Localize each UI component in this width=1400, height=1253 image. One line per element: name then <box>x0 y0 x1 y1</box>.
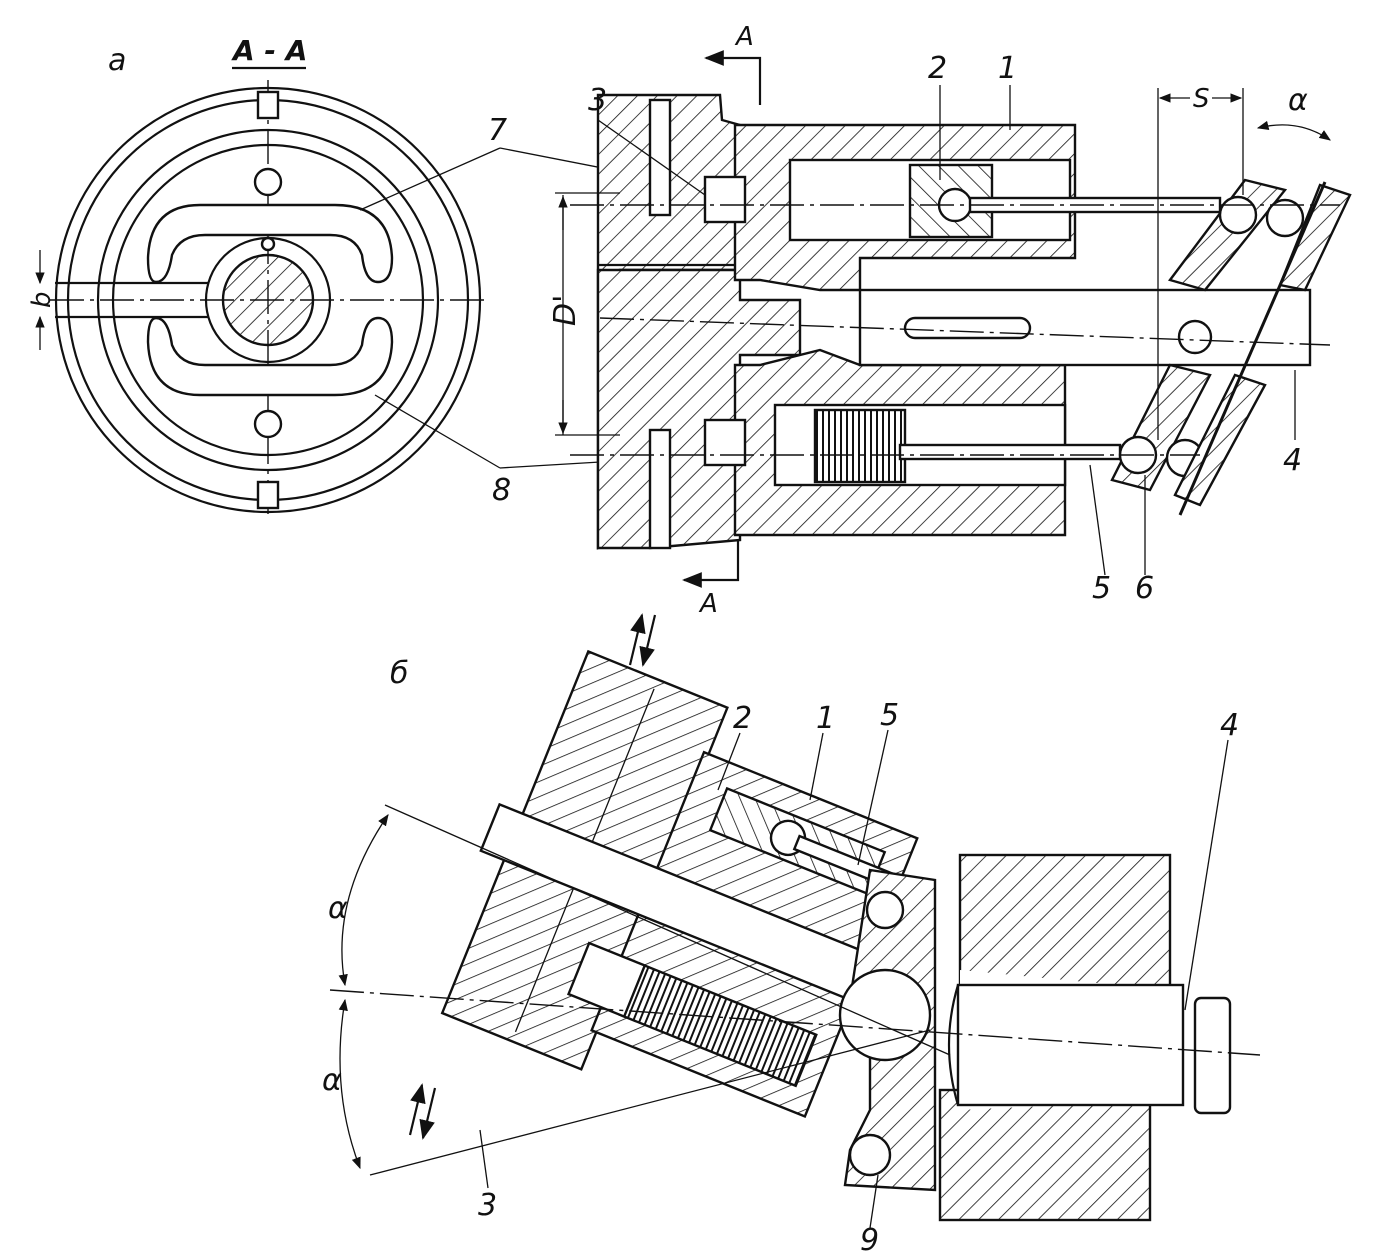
plunger-lower <box>813 408 907 484</box>
rod-5 <box>898 443 1122 461</box>
bore-lower-b <box>566 941 647 1019</box>
central-ball-joint <box>838 968 932 1062</box>
angle-line-upper <box>384 804 951 1056</box>
incline-line <box>1178 181 1327 516</box>
dim-b-label: b <box>27 291 57 308</box>
swash-plate-upper <box>1167 178 1288 292</box>
port-lower <box>703 418 747 467</box>
angle-label: α <box>1288 83 1308 118</box>
angle-line-lower <box>369 1029 931 1176</box>
key-slot-bottom <box>256 480 280 510</box>
section-mark-bottom <box>682 540 740 588</box>
callout-4-b: 4 <box>1220 708 1239 743</box>
shaft-keyway <box>903 316 1032 340</box>
section-mark-top <box>704 50 762 105</box>
callout-4-main: 4 <box>1283 443 1302 478</box>
hole-small <box>260 236 276 252</box>
leader-3-b <box>479 1129 489 1189</box>
angle-label-upper: α <box>328 891 348 926</box>
shaft-pin <box>1177 319 1213 355</box>
view-b-label: б <box>390 656 409 691</box>
callout-5-main: 5 <box>1092 571 1111 606</box>
shaft-4-b <box>956 983 1185 1107</box>
motion-arrow-up-lower <box>408 1083 426 1136</box>
motion-arrow-up <box>628 613 646 666</box>
callout-8: 8 <box>492 473 511 508</box>
callout-2-main: 2 <box>928 51 947 86</box>
callout-6-main: 6 <box>1135 571 1154 606</box>
leader-3 <box>597 119 706 196</box>
shaft-housing-lower <box>938 1088 1152 1222</box>
callout-3-b: 3 <box>478 1188 497 1223</box>
leader-7 <box>359 147 501 211</box>
motion-arrow-down <box>639 614 657 667</box>
view-b-section <box>329 613 1261 1229</box>
leader-5 <box>1089 464 1106 576</box>
motion-arrow-down-lower <box>419 1087 437 1140</box>
angle-label-lower: α <box>322 1063 342 1098</box>
ball-upper-2 <box>1265 198 1305 238</box>
shaft-end-arc <box>947 984 960 1106</box>
angle-arc-upper <box>338 814 389 987</box>
hole-top <box>253 167 283 197</box>
section-mark-bottom-label: А <box>698 589 718 619</box>
port-upper <box>703 175 747 224</box>
callout-1-main: 1 <box>998 51 1017 86</box>
callout-1-b: 1 <box>816 701 835 736</box>
key-slot-top <box>256 90 280 120</box>
channel-lower <box>648 428 672 550</box>
kidney-port-upper <box>146 203 394 284</box>
dim-D-label: D' <box>548 295 583 326</box>
distributor-housing-lower <box>596 268 802 550</box>
channel-upper <box>648 98 672 217</box>
leader-9 <box>869 1174 879 1229</box>
leader-1-b <box>809 732 824 801</box>
view-a-label: а <box>108 43 126 78</box>
hole-bottom <box>253 409 283 439</box>
angle-arc-lower <box>338 998 361 1170</box>
callout-9: 9 <box>860 1223 879 1253</box>
callout-3-main: 3 <box>588 83 607 118</box>
section-mark-top-label: А <box>734 22 754 52</box>
leader-2-b <box>717 732 741 791</box>
shaft-coupling <box>1193 996 1232 1115</box>
axis-shaft <box>599 317 1331 346</box>
ball-disk-upper <box>865 890 905 930</box>
main-view-section <box>555 50 1352 588</box>
shaft-housing-upper <box>958 853 1172 992</box>
kidney-port-lower <box>146 316 394 397</box>
leader-4-b <box>1184 739 1229 1011</box>
callout-2-b: 2 <box>733 701 752 736</box>
ball-upper-1 <box>1218 195 1258 235</box>
ball-disk-lower <box>848 1133 892 1177</box>
angle-arc <box>1256 120 1331 141</box>
dim-S-label: S <box>1193 84 1210 114</box>
leader-5-b <box>857 729 889 866</box>
section-title: А - А <box>231 34 307 67</box>
callout-5-b: 5 <box>880 698 899 733</box>
callout-7: 7 <box>488 113 507 148</box>
axis-shaft-b <box>329 989 1261 1056</box>
view-a-section: b <box>27 80 719 520</box>
leader-8 <box>374 394 501 469</box>
